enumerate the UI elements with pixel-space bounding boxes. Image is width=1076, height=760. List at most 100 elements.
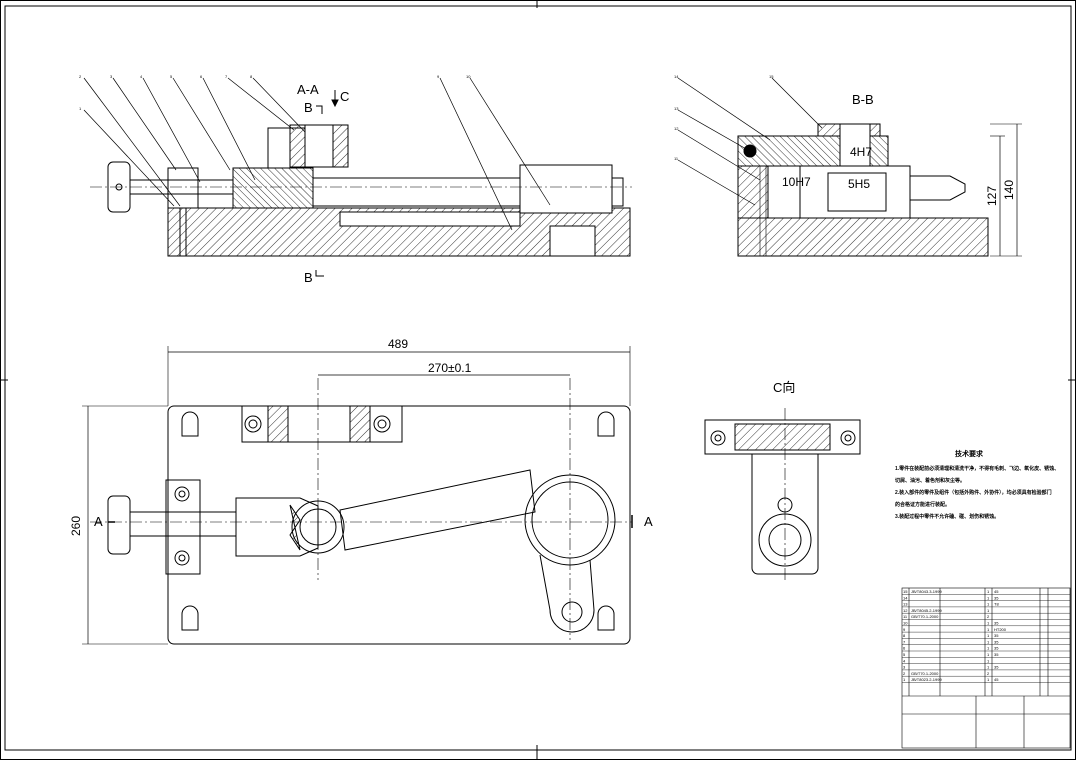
bom-cell: 35	[994, 633, 999, 638]
section-a-right-mark: A	[644, 514, 653, 529]
bom-cell: 1	[987, 633, 990, 638]
bom-cell: HT200	[994, 627, 1007, 632]
dim-127: 127	[985, 186, 999, 206]
section-bb-balloons	[677, 77, 823, 206]
balloon-1: 1	[79, 106, 82, 111]
balloon-9: 9	[437, 74, 440, 79]
bom-cell: 5	[903, 652, 906, 657]
bom-cell: 2	[987, 614, 990, 619]
bom-cell: 1	[987, 589, 990, 594]
note-line-1: 1.零件在装配前必须清理和清洗干净，不得有毛刺、飞边、氧化皮、锈蚀、	[895, 465, 1059, 472]
plan-dimension-text: 489 270±0.1 260 A A	[69, 337, 653, 536]
bom-cell: 3	[903, 665, 906, 670]
dim-489: 489	[388, 337, 408, 351]
bom-cell: GB/T70.1-2000	[911, 614, 939, 619]
bom-cell: 35	[994, 639, 999, 644]
balloon-13: 13	[674, 106, 679, 111]
note-line-2: 切屑、油污、着色剂和灰尘等。	[895, 477, 965, 484]
bom-cell: 1	[987, 602, 990, 607]
section-b-bottom-mark: B	[304, 270, 313, 285]
section-bb-dimension-text: 127 140 4H7 10H7 5H5	[782, 145, 1016, 206]
dim-260: 260	[69, 516, 83, 536]
bom-cell: 45	[994, 677, 999, 682]
bom-cell: GB/T70.1-2000	[911, 671, 939, 676]
bom-cell: 1	[987, 665, 990, 670]
section-b-top-mark: B	[304, 100, 313, 115]
bom-cell: 35	[994, 595, 999, 600]
balloon-15: 15	[769, 74, 774, 79]
section-aa-view: A-A B C B	[90, 82, 632, 285]
bom-cell: 8	[903, 633, 906, 638]
section-aa-balloon-labels: 1 2 3 4 5 6 7 8 9 10	[79, 74, 471, 111]
bom-cell: 35	[994, 646, 999, 651]
note-line-5: 3.装配过程中零件不允许磕、碰、划伤和锈蚀。	[895, 513, 999, 520]
bom-cell: 15	[903, 589, 908, 594]
notes-title: 技术要求	[955, 449, 984, 458]
bom-cell: JB/T8023.2-1999	[911, 677, 942, 682]
bom-cell: 35	[994, 652, 999, 657]
dim-270: 270±0.1	[428, 361, 472, 375]
bom-cell: 1	[987, 627, 990, 632]
balloon-3: 3	[110, 74, 113, 79]
bom-cell: 1	[987, 595, 990, 600]
bom-cell: 1	[987, 677, 990, 682]
bom-cell: 13	[903, 602, 908, 607]
bom-cell: 6	[903, 646, 906, 651]
balloon-11: 11	[674, 156, 679, 161]
balloon-10: 10	[466, 74, 471, 79]
bom-cell: 4	[903, 658, 906, 663]
bom-cell: 1	[987, 639, 990, 644]
balloon-12: 12	[674, 126, 679, 131]
bom-cell: 1	[903, 677, 906, 682]
bom-cell: 14	[903, 595, 908, 600]
balloon-4: 4	[140, 74, 143, 79]
bom-cell: 1	[987, 652, 990, 657]
bom-cell: 35	[994, 621, 999, 626]
balloon-2: 2	[79, 74, 82, 79]
fit-5h5: 5H5	[848, 177, 870, 191]
bom-cell: T8	[994, 602, 999, 607]
fit-10h7: 10H7	[782, 175, 811, 189]
section-aa-title: A-A	[297, 82, 319, 97]
plan-view	[82, 346, 633, 645]
bom-cell: 9	[903, 627, 906, 632]
bom-cell: 2	[987, 671, 990, 676]
section-bb-title: B-B	[852, 92, 874, 107]
dim-140: 140	[1002, 180, 1016, 200]
bom-cell: 2	[903, 671, 906, 676]
section-aa-balloons	[83, 77, 551, 231]
section-bb-balloon-labels: 11 12 13 14 15	[674, 74, 774, 161]
view-c: C向	[704, 380, 861, 580]
bill-of-materials	[901, 587, 1071, 749]
note-line-3: 2.装入部件的零件及组件（包括外购件、外协件），均必须具有检验部门	[895, 489, 1052, 496]
bom-cell: JB/T8043.3-1999	[911, 589, 942, 594]
note-line-4: 的合格证方能进行装配。	[895, 501, 950, 508]
bom-cell: 10	[903, 621, 908, 626]
technical-notes: 技术要求 1.零件在装配前必须清理和清洗干净，不得有毛刺、飞边、氧化皮、锈蚀、 …	[895, 449, 1059, 520]
bom-cell: 7	[903, 639, 906, 644]
view-c-mark: C	[340, 89, 349, 104]
section-bb-view: B-B	[737, 92, 1022, 257]
balloon-7: 7	[225, 74, 228, 79]
bom-cell: 11	[903, 614, 908, 619]
view-c-title: C向	[773, 380, 795, 395]
balloon-5: 5	[170, 74, 173, 79]
bom-cell: 1	[987, 621, 990, 626]
balloon-8: 8	[250, 74, 253, 79]
bom-cell: 35	[994, 665, 999, 670]
fit-4h7: 4H7	[850, 145, 872, 159]
balloon-6: 6	[200, 74, 203, 79]
bom-cell: 1	[987, 608, 990, 613]
bom-cell: 12	[903, 608, 908, 613]
bom-cell: 1	[987, 646, 990, 651]
bom-cell: 45	[994, 589, 999, 594]
sheet-inner-border	[4, 5, 1072, 751]
bom-cell: 1	[987, 658, 990, 663]
section-a-left-mark: A	[94, 514, 103, 529]
bom-cell: JB/T8045.2-1999	[911, 608, 942, 613]
balloon-14: 14	[674, 74, 679, 79]
